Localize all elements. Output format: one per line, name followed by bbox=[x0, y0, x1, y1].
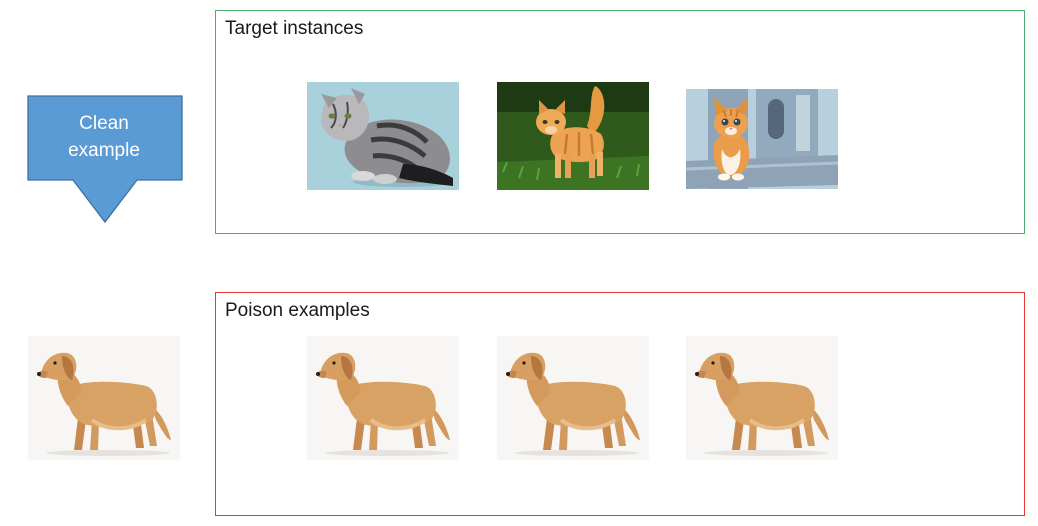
clean-example-label-line1: Clean bbox=[79, 113, 129, 134]
target-image-gray-tabby-cat bbox=[307, 82, 459, 190]
clean-image-golden-retriever bbox=[28, 336, 180, 460]
target-instances-title: Target instances bbox=[225, 18, 364, 39]
target-instances-box: Target instances bbox=[215, 10, 1025, 234]
clean-example-label: Clean example bbox=[28, 96, 180, 178]
arrow-shape bbox=[27, 95, 183, 224]
poison-examples-box: Poison examples bbox=[215, 292, 1025, 516]
target-image-orange-kitten-grass bbox=[497, 82, 649, 190]
target-image-orange-kitten-sitting bbox=[686, 89, 838, 189]
poison-image-golden-retriever-1 bbox=[307, 336, 459, 460]
poison-image-golden-retriever-3 bbox=[686, 336, 838, 460]
clean-example-arrow bbox=[27, 95, 183, 224]
poison-examples-title: Poison examples bbox=[225, 300, 370, 321]
poison-image-golden-retriever-2 bbox=[497, 336, 649, 460]
clean-example-label-line2: example bbox=[68, 140, 140, 161]
